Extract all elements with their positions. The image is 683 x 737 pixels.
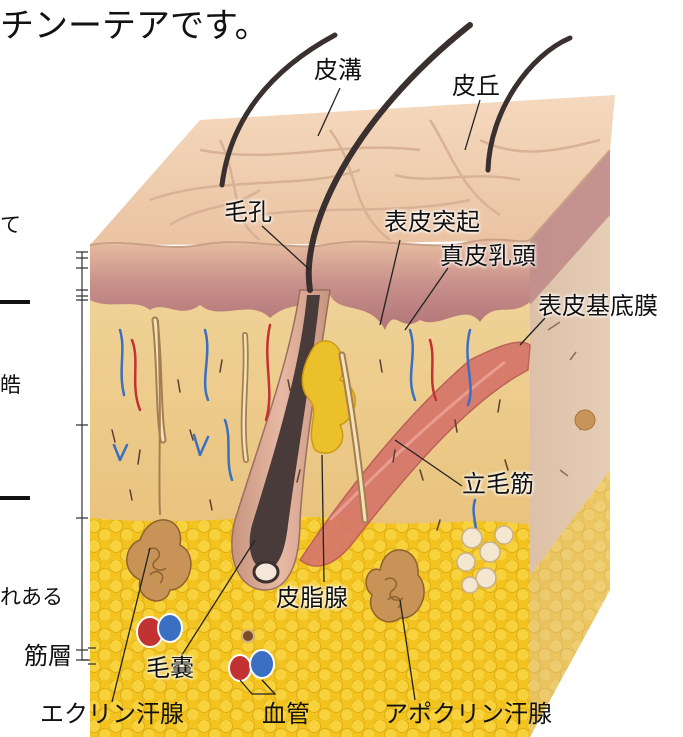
side-text-fragment-3: れある xyxy=(0,584,63,610)
side-rule-2 xyxy=(0,496,30,500)
label-sebaceous-gland: 皮脂腺 xyxy=(276,584,348,612)
label-dermal-papilla: 真皮乳頭 xyxy=(440,242,536,270)
block-side-face xyxy=(530,150,610,737)
label-skin-furrow: 皮溝 xyxy=(314,56,362,84)
label-arrector-pili: 立毛筋 xyxy=(462,470,534,498)
label-skin-ridge: 皮丘 xyxy=(452,72,500,100)
label-apocrine-gland: アポクリン汗腺 xyxy=(384,700,552,728)
side-rule-1 xyxy=(0,300,30,304)
label-rete-ridge: 表皮突起 xyxy=(384,208,480,236)
layer-scale-bracket xyxy=(76,252,90,660)
top-caption-fragment: チンーテアです。 xyxy=(0,6,269,46)
skin-surface-top xyxy=(90,95,615,247)
label-hair-pore: 毛孔 xyxy=(224,198,272,226)
label-eccrine-gland: エクリン汗腺 xyxy=(40,700,184,728)
label-blood-vessels: 血管 xyxy=(262,700,310,728)
label-muscle-layer: 筋層 xyxy=(24,642,72,670)
label-basement-membrane: 表皮基底膜 xyxy=(538,292,658,320)
label-hair-follicle: 毛嚢 xyxy=(146,654,194,682)
side-text-fragment-1: て xyxy=(0,212,21,238)
side-text-fragment-2: 皓 xyxy=(0,372,21,398)
